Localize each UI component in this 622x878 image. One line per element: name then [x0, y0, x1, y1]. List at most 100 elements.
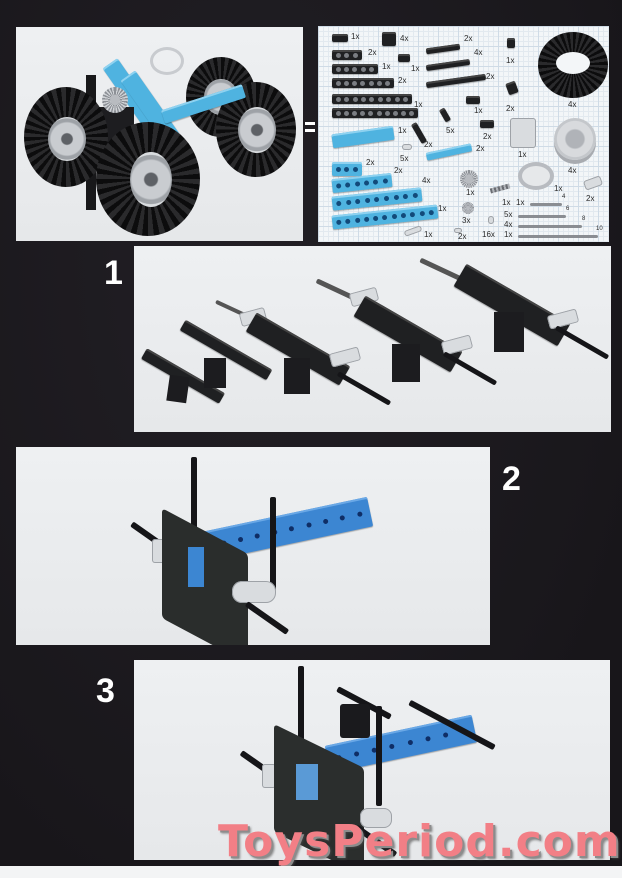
- part-qty: 1x: [502, 198, 511, 207]
- axle-length: 10: [596, 226, 603, 232]
- steering-joint: [232, 581, 276, 603]
- black-brick: [166, 374, 190, 404]
- part-tire-large: [538, 32, 608, 98]
- step-1-photo: [134, 246, 611, 432]
- part-gray-universal-joint: [582, 175, 604, 191]
- part-qty: 2x: [424, 140, 433, 149]
- wheel-hub: [48, 117, 86, 161]
- part-gray-steering-wheel: [518, 162, 554, 190]
- part-black-plate-1x8: [425, 58, 471, 72]
- axle-qty: 5x: [504, 210, 513, 219]
- axle-qty: 1x: [516, 198, 525, 207]
- axle-4: [530, 203, 562, 206]
- part-black-brick-1x2-small: [398, 54, 410, 62]
- part-gray-steering-arm-differential: [510, 118, 536, 148]
- part-qty: 16x: [482, 230, 495, 239]
- wheel-hub: [238, 107, 276, 153]
- part-gray-gear-24: [460, 170, 478, 188]
- part-qty: 1x: [554, 184, 563, 193]
- part-qty: 5x: [400, 154, 409, 163]
- part-qty: 1x: [506, 56, 515, 65]
- part-black-technic-brick-1x10: [332, 108, 418, 118]
- page-bottom-edge: [0, 866, 622, 878]
- black-brick: [392, 344, 420, 382]
- part-gray-gear-8: [462, 202, 474, 214]
- part-qty: 2x: [483, 132, 492, 141]
- axle: [554, 325, 610, 360]
- part-blue-plate-2x8: [331, 125, 395, 149]
- equals-bar: [305, 122, 315, 125]
- part-black-tile-1x2: [466, 96, 480, 104]
- completed-model-photo: [16, 27, 303, 241]
- step-number-3: 3: [96, 672, 115, 710]
- part-black-technic-brick-1x10: [332, 94, 412, 104]
- axle-6: [518, 215, 566, 218]
- part-qty: 1x: [351, 32, 360, 41]
- part-black-connector-beam: [438, 107, 452, 123]
- blue-tile: [296, 764, 318, 800]
- step-number-2: 2: [502, 460, 521, 498]
- axle-length: 8: [582, 216, 586, 222]
- part-gray-long-pin: [403, 225, 423, 237]
- tire-front-center: [96, 122, 200, 236]
- wheel-hub: [130, 152, 172, 207]
- part-black-technic-brick-1x8: [332, 78, 394, 88]
- part-qty: 1x: [466, 188, 475, 197]
- part-black-brick-2x2: [382, 32, 396, 46]
- axle-8: [518, 225, 582, 228]
- parts-inventory-panel: 1x 4x 2x 1x 1x 2x 1x 2x 4x 2x 1x 2x 1x 2…: [318, 26, 609, 242]
- blue-tile: [188, 547, 204, 587]
- axle-qty: 1x: [504, 230, 513, 239]
- part-qty: 4x: [422, 176, 431, 185]
- part-qty: 1x: [518, 150, 527, 159]
- watermark: ToysPeriod.com: [218, 816, 621, 867]
- part-qty: 4x: [400, 34, 409, 43]
- part-black-plate-1x6: [425, 43, 461, 55]
- part-blue-plate-1x8: [425, 143, 473, 161]
- part-qty: 1x: [424, 230, 433, 239]
- step-3-photo: [134, 660, 610, 860]
- part-qty: 3x: [462, 216, 471, 225]
- equals-bar: [305, 129, 315, 132]
- part-blue-technic-brick-1x4: [332, 162, 362, 176]
- part-black-brick-1x2: [332, 34, 348, 42]
- part-qty: 1x: [411, 64, 420, 73]
- part-qty: 2x: [368, 48, 377, 57]
- steering-joint: [262, 764, 276, 788]
- part-gray-pin: [402, 144, 412, 150]
- part-gray-wheel-hub: [554, 118, 596, 160]
- part-black-grille-tile: [480, 120, 494, 128]
- part-qty: 5x: [446, 126, 455, 135]
- part-black-slope: [505, 80, 519, 96]
- part-qty: 4x: [568, 100, 577, 109]
- part-qty: 2x: [366, 158, 375, 167]
- vertical-axle: [298, 666, 304, 742]
- axle: [336, 371, 392, 406]
- step-2-photo: [16, 447, 490, 645]
- black-brick: [494, 312, 524, 352]
- step-number-1: 1: [104, 254, 123, 292]
- part-qty: 4x: [474, 48, 483, 57]
- axle-qty: 4x: [504, 220, 513, 229]
- part-qty: 2x: [486, 72, 495, 81]
- black-brick-top: [340, 704, 370, 738]
- part-qty: 1x: [438, 204, 447, 213]
- part-qty: 2x: [398, 76, 407, 85]
- vertical-axle: [270, 497, 276, 593]
- part-black-plate-1x10: [425, 73, 487, 89]
- axle-length: 6: [566, 206, 570, 212]
- part-black-1x1-brick: [507, 38, 515, 48]
- steering-joint: [360, 808, 392, 828]
- tire-hole: [556, 52, 590, 74]
- black-brick: [204, 358, 226, 388]
- tire-front-left: [24, 87, 108, 187]
- vertical-axle: [376, 706, 382, 806]
- part-qty: 2x: [476, 144, 485, 153]
- part-qty: 2x: [464, 34, 473, 43]
- part-black-technic-brick-1x4: [332, 50, 362, 60]
- part-qty: 2x: [458, 232, 467, 241]
- part-qty: 2x: [586, 194, 595, 203]
- gear: [102, 87, 128, 113]
- part-qty: 1x: [474, 106, 483, 115]
